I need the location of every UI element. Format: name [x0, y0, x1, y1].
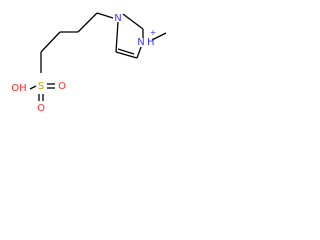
atom-n3-charge: + [150, 28, 157, 37]
bond-n3-methyl [151, 32, 167, 41]
bonds [29, 12, 167, 101]
bond-s-oh [29, 85, 37, 90]
bond-n1-c [96, 12, 114, 19]
bond-c4-c5-inner [117, 48, 135, 55]
atom-n3-hydrogen: H [147, 37, 155, 48]
atom-n1: N [114, 13, 121, 24]
bond-chain-1 [77, 12, 98, 33]
atom-labels: N N H + S O O OH [11, 13, 156, 114]
bond-chain-3 [40, 31, 61, 53]
atom-o-right: O [58, 81, 66, 92]
bond-n1-c2 [122, 13, 144, 30]
atom-oh: OH [11, 83, 26, 94]
atom-o-bottom: O [37, 103, 45, 114]
bond-n3-c4 [136, 46, 142, 59]
atom-s: S [38, 81, 44, 92]
bond-c5-n1 [115, 21, 119, 53]
bond-c4-c5 [115, 51, 138, 59]
chemical-structure: N N H + S O O OH [11, 12, 167, 114]
atom-n3: N [137, 37, 144, 48]
